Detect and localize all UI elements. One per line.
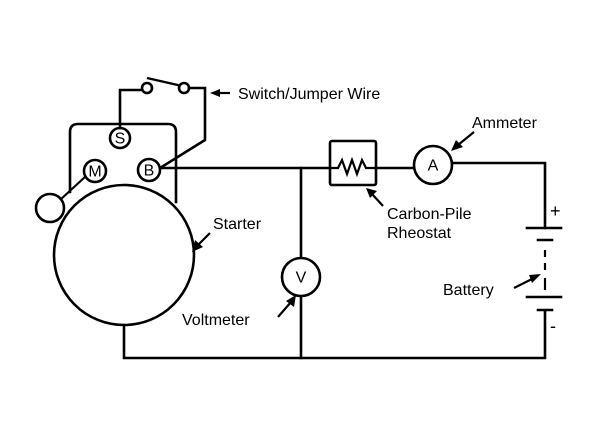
voltmeter: V bbox=[280, 256, 322, 298]
starter-label: Starter bbox=[213, 216, 262, 233]
switch-contact-left bbox=[140, 81, 154, 95]
switch-blade bbox=[146, 76, 183, 88]
voltmeter-label: Voltmeter bbox=[182, 312, 250, 329]
terminal-m: M bbox=[82, 158, 108, 184]
terminal-b: B bbox=[136, 157, 162, 183]
carbon-pile-rheostat bbox=[328, 139, 378, 187]
wire-ground-return bbox=[122, 310, 547, 360]
battery: + - bbox=[525, 201, 563, 336]
starter-motor-body bbox=[52, 183, 196, 327]
terminal-s-label: S bbox=[115, 131, 126, 148]
battery-negative-sign: - bbox=[550, 316, 556, 336]
rheostat-label-line1: Carbon-Pile bbox=[387, 206, 472, 223]
resistor-zigzag-icon bbox=[330, 156, 376, 178]
terminal-s: S bbox=[108, 126, 132, 150]
starter-pinion bbox=[34, 192, 66, 224]
battery-label-arrow bbox=[513, 274, 541, 289]
m-terminal-strap bbox=[59, 175, 87, 201]
battery-label: Battery bbox=[443, 282, 494, 299]
ammeter-label-arrow bbox=[451, 131, 475, 151]
ammeter: A bbox=[412, 144, 454, 186]
rheostat-label-arrow bbox=[366, 188, 384, 207]
ammeter-symbol: A bbox=[428, 158, 439, 175]
rheostat-label-line2: Rheostat bbox=[387, 225, 452, 242]
terminal-b-label: B bbox=[144, 163, 155, 180]
solenoid-housing bbox=[68, 122, 178, 204]
switch-label-arrow bbox=[210, 89, 230, 97]
wire-ammeter-to-battery bbox=[450, 161, 547, 230]
starter-label-arrow bbox=[192, 232, 211, 252]
switch-label: Switch/Jumper Wire bbox=[238, 86, 380, 103]
voltmeter-symbol: V bbox=[296, 270, 307, 287]
starter-assembly: S M B bbox=[34, 122, 196, 327]
ammeter-label: Ammeter bbox=[472, 115, 538, 132]
terminal-m-label: M bbox=[88, 164, 101, 181]
switch-contact-right bbox=[177, 81, 191, 95]
switch-wire-s bbox=[118, 88, 144, 130]
switch-jumper-wire bbox=[118, 76, 207, 170]
voltmeter-label-arrow bbox=[277, 295, 296, 318]
battery-positive-sign: + bbox=[550, 201, 561, 221]
switch-wire-b bbox=[158, 86, 207, 170]
